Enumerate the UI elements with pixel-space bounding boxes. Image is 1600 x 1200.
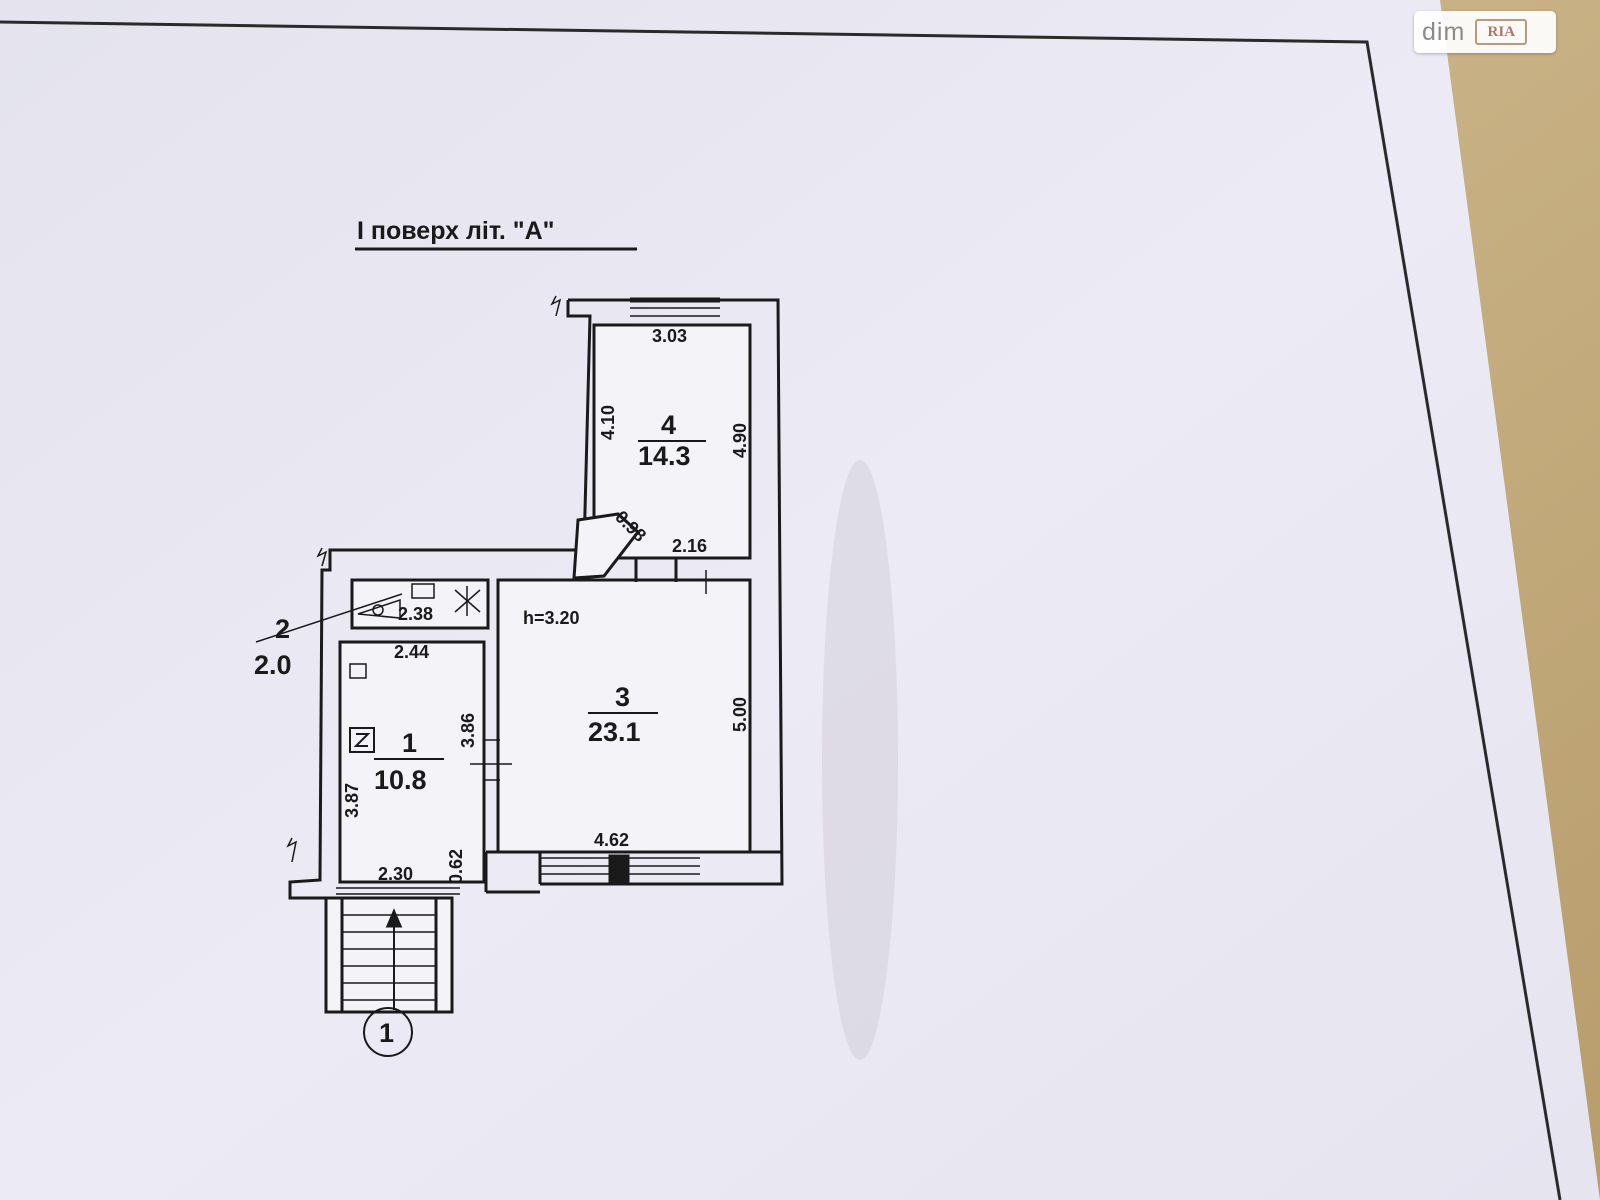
entrance-stairs <box>324 896 454 1014</box>
watermark-ria-logo: RIA <box>1475 19 1528 45</box>
page-frame <box>0 20 1562 1200</box>
room-2-outline <box>350 578 490 630</box>
window-room-4 <box>630 297 720 317</box>
entrance-marker <box>363 1007 413 1057</box>
exterior-wall-left <box>288 300 592 900</box>
toner-smudge <box>822 460 898 1060</box>
room-3-outline <box>496 578 752 854</box>
bathroom-fixtures <box>357 583 481 619</box>
room-3-label: 3 23.1 <box>588 682 658 747</box>
dim-room1-bottom: 2.30 <box>378 864 413 884</box>
dim-room2-width: 2.38 <box>398 604 433 624</box>
plan-title: І поверх літ. "А" <box>357 217 555 245</box>
dim-room1-top: 2.44 <box>394 642 429 662</box>
corridor-shape <box>572 512 641 580</box>
room-2-area: 2.0 <box>254 650 292 680</box>
dim-room4-left: 4.10 <box>598 405 618 440</box>
dim-room3-right: 5.00 <box>730 697 750 732</box>
room-4-label: 4 14.3 <box>638 410 706 471</box>
dim-room3-bottom: 4.62 <box>594 830 629 850</box>
watermark-dim-text: dim <box>1422 17 1466 46</box>
entrance-number: 1 <box>379 1018 394 1048</box>
room-2-label: 2 2.0 <box>254 614 292 680</box>
room-2-number: 2 <box>275 614 290 644</box>
window-room-3 <box>540 854 700 886</box>
dim-vestibule-depth: 0.62 <box>446 849 466 884</box>
room-4-number: 4 <box>661 410 676 440</box>
dim-room1-right: 3.86 <box>458 713 478 748</box>
room-2-leader <box>255 593 403 643</box>
room-1-number: 1 <box>402 728 417 758</box>
heater-icon <box>349 663 367 679</box>
floor-plan <box>255 295 784 1014</box>
room-3-area: 23.1 <box>588 717 641 747</box>
dim-room4-right: 4.90 <box>730 423 750 458</box>
dim-room4-top: 3.03 <box>652 326 687 346</box>
room-1-area: 10.8 <box>374 765 427 795</box>
room-1-outline <box>338 640 486 884</box>
room-1-label: 1 10.8 <box>374 728 444 795</box>
room-3-number: 3 <box>615 682 630 712</box>
ceiling-height-label: h=3.20 <box>523 608 580 628</box>
stove-icon <box>349 727 375 753</box>
dim-corridor-bottom: 2.16 <box>672 536 707 556</box>
dim-room1-left: 3.87 <box>342 783 362 818</box>
dimria-watermark: dim RIA <box>1414 11 1556 53</box>
room-4-area: 14.3 <box>638 441 691 471</box>
